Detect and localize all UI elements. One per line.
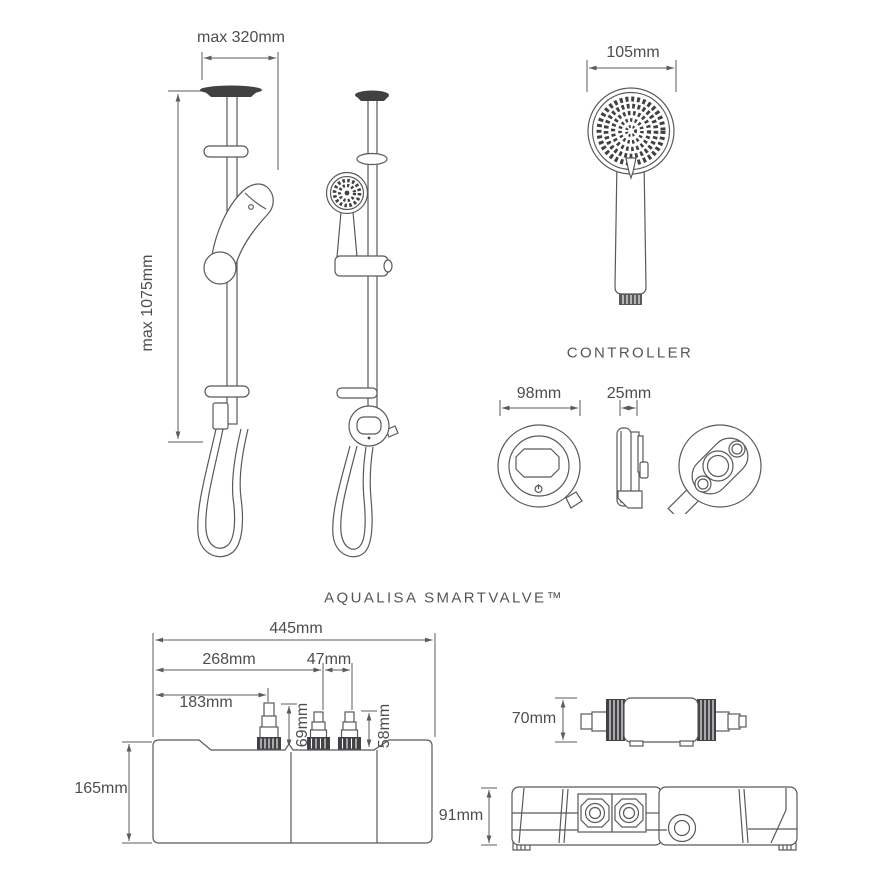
power-icon [534, 484, 543, 494]
dim-rail-max-width [201, 52, 279, 170]
smartvalve-side-drawing [481, 786, 798, 851]
dim-label-valve-height: 165mm [74, 780, 128, 797]
dim-label-valve-inlet-spacing: 47mm [306, 651, 352, 668]
side-button [639, 461, 649, 479]
controller-tab [565, 491, 583, 509]
smartvalve-front-drawing [122, 633, 436, 844]
controller-back-view [667, 424, 762, 514]
dim-valve-depth [555, 697, 577, 743]
dim-valve-width [152, 633, 436, 737]
wall-bracket [204, 385, 250, 398]
controller-on-rail [348, 405, 399, 447]
rail-side-view [197, 85, 274, 558]
handset-holder [203, 251, 237, 285]
dim-valve-short-connector [361, 710, 377, 747]
dim-label-handset-width: 105mm [606, 44, 660, 61]
shower-hose [197, 428, 249, 558]
smartvalve-side-view [511, 786, 798, 851]
handset-handle [336, 211, 358, 258]
smartvalve-top-view [580, 697, 747, 747]
dim-valve-tall-connector [281, 703, 297, 747]
controller-display [515, 448, 560, 478]
dim-label-valve-first-inlet: 183mm [179, 694, 233, 711]
dim-label-controller-depth: 25mm [606, 385, 652, 402]
handset-detail-drawing [586, 60, 677, 305]
controller-foot [617, 490, 643, 509]
shower-hose [332, 445, 374, 558]
controller-section-title: CONTROLLER [566, 344, 694, 362]
rail-ring-bracket [356, 152, 388, 166]
dim-label-valve-tall-connector: 69mm [294, 702, 311, 748]
smartvalve-top-drawing [555, 697, 747, 747]
knurled-union [606, 699, 625, 741]
rail-front-view [325, 90, 399, 558]
dim-label-controller-diameter: 98mm [516, 385, 562, 402]
dim-label-valve-width: 445mm [269, 620, 323, 637]
dim-controller-depth [619, 400, 638, 416]
valve-connector [307, 711, 330, 750]
smartvalve-front-view [152, 702, 433, 844]
shower-rail-drawing [168, 52, 399, 558]
hose-connector [619, 294, 642, 305]
dim-label-valve-short-connector: 58mm [376, 703, 393, 749]
valve-connector [257, 702, 281, 750]
dim-controller-diameter [499, 400, 581, 416]
dim-valve-first-inlet [156, 688, 269, 702]
hose-outlet [212, 402, 229, 430]
dim-label-valve-side-height: 91mm [438, 807, 484, 824]
controller-side-view [616, 427, 649, 509]
knurled-union [697, 699, 716, 741]
controller-front-view [497, 424, 583, 509]
dim-rail-max-height [168, 90, 203, 443]
wall-bracket [203, 145, 249, 158]
dim-valve-side-height [481, 787, 497, 846]
dim-label-valve-depth: 70mm [511, 710, 557, 727]
valve-connector [338, 711, 361, 750]
dim-handset-width [586, 60, 677, 92]
dim-valve-inlet-spacing [325, 663, 353, 710]
dim-label-rail-max-height: max 1075mm [139, 254, 156, 352]
handset-front-view [587, 87, 675, 305]
slider-bracket [334, 255, 389, 277]
hex-union [577, 793, 613, 833]
dim-label-valve-inlet-span: 268mm [202, 651, 256, 668]
spray-nozzle-pattern [596, 96, 666, 166]
dim-valve-height [122, 741, 152, 844]
spray-mode-lever [625, 157, 637, 180]
handset-spray-face [325, 171, 369, 215]
dim-valve-inlet-span [156, 663, 324, 710]
hex-union [611, 793, 647, 833]
valve-cartridge-body [623, 697, 699, 743]
round-port [667, 813, 697, 843]
handset-handle [614, 159, 647, 295]
wall-bracket [336, 387, 378, 399]
smartvalve-section-title: AQUALISA SMARTVALVE™ [324, 589, 564, 607]
valve-body [152, 739, 433, 844]
dim-label-rail-max-width: max 320mm [196, 29, 286, 46]
controller-drawing [497, 400, 762, 514]
